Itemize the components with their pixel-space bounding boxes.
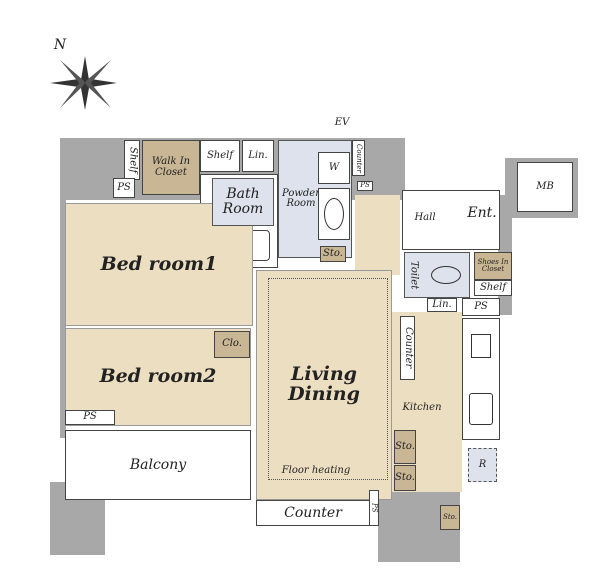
ps-kitchen: PS [462,298,500,316]
powder-room-label: Powder Room [282,187,321,209]
storage-kitchen-1: Sto. [394,430,416,464]
toilet-icon [430,266,461,284]
counter-bottom: Counter [256,500,370,526]
mb-label: MB [517,162,573,212]
storage-kitchen-2: Sto. [394,465,416,491]
storage-powder: Sto. [320,246,346,262]
kitchen-label: Kitchen [402,401,442,413]
stove-icon [471,333,491,358]
hall-entrance[interactable] [402,190,500,250]
living-dining-label: Living Dining [288,363,360,405]
kitchen-sink-icon [469,392,493,425]
toilet-room[interactable]: Toilet [404,252,470,298]
shoes-closet: Shoes In Closet [474,252,512,280]
ev-label: EV [334,116,350,128]
shelf-entrance: Shelf [474,280,512,296]
walk-in-closet[interactable]: Walk In Closet [142,140,200,195]
sink-icon [324,198,344,230]
washer: W [318,152,350,184]
refrigerator: R [468,448,497,482]
living-dining[interactable]: Living Dining [256,270,392,500]
compass-north-label: N [53,36,67,53]
kitchen-counter [462,318,500,440]
ps-bedroom: PS [65,410,115,425]
counter-kitchen: Counter [400,316,415,380]
floor-heating-label: Floor heating [281,464,351,476]
bath-room[interactable]: Bath Room [212,178,274,226]
linen-kitchen: Lin. [427,298,457,312]
entrance-label: Ent. [467,204,497,221]
counter-top: Counter [352,140,365,176]
balcony[interactable]: Balcony [65,430,251,500]
wall-left [60,138,66,438]
living-upper [355,195,400,275]
closet: Clo. [214,331,250,358]
ps-left: PS [113,178,135,198]
shelf-left: Shelf [124,140,140,180]
toilet-label: Toilet [408,260,420,290]
ps-top: PS [357,181,373,191]
linen-top: Lin. [242,140,274,172]
ps-bottom: PS [369,490,379,526]
compass-icon [50,56,117,110]
shelf-top: Shelf [200,140,240,172]
hall-label: Hall [414,211,436,223]
storage-bottom: Sto. [440,505,460,530]
sink-counter [318,188,350,240]
floor-heating-area [268,278,388,480]
